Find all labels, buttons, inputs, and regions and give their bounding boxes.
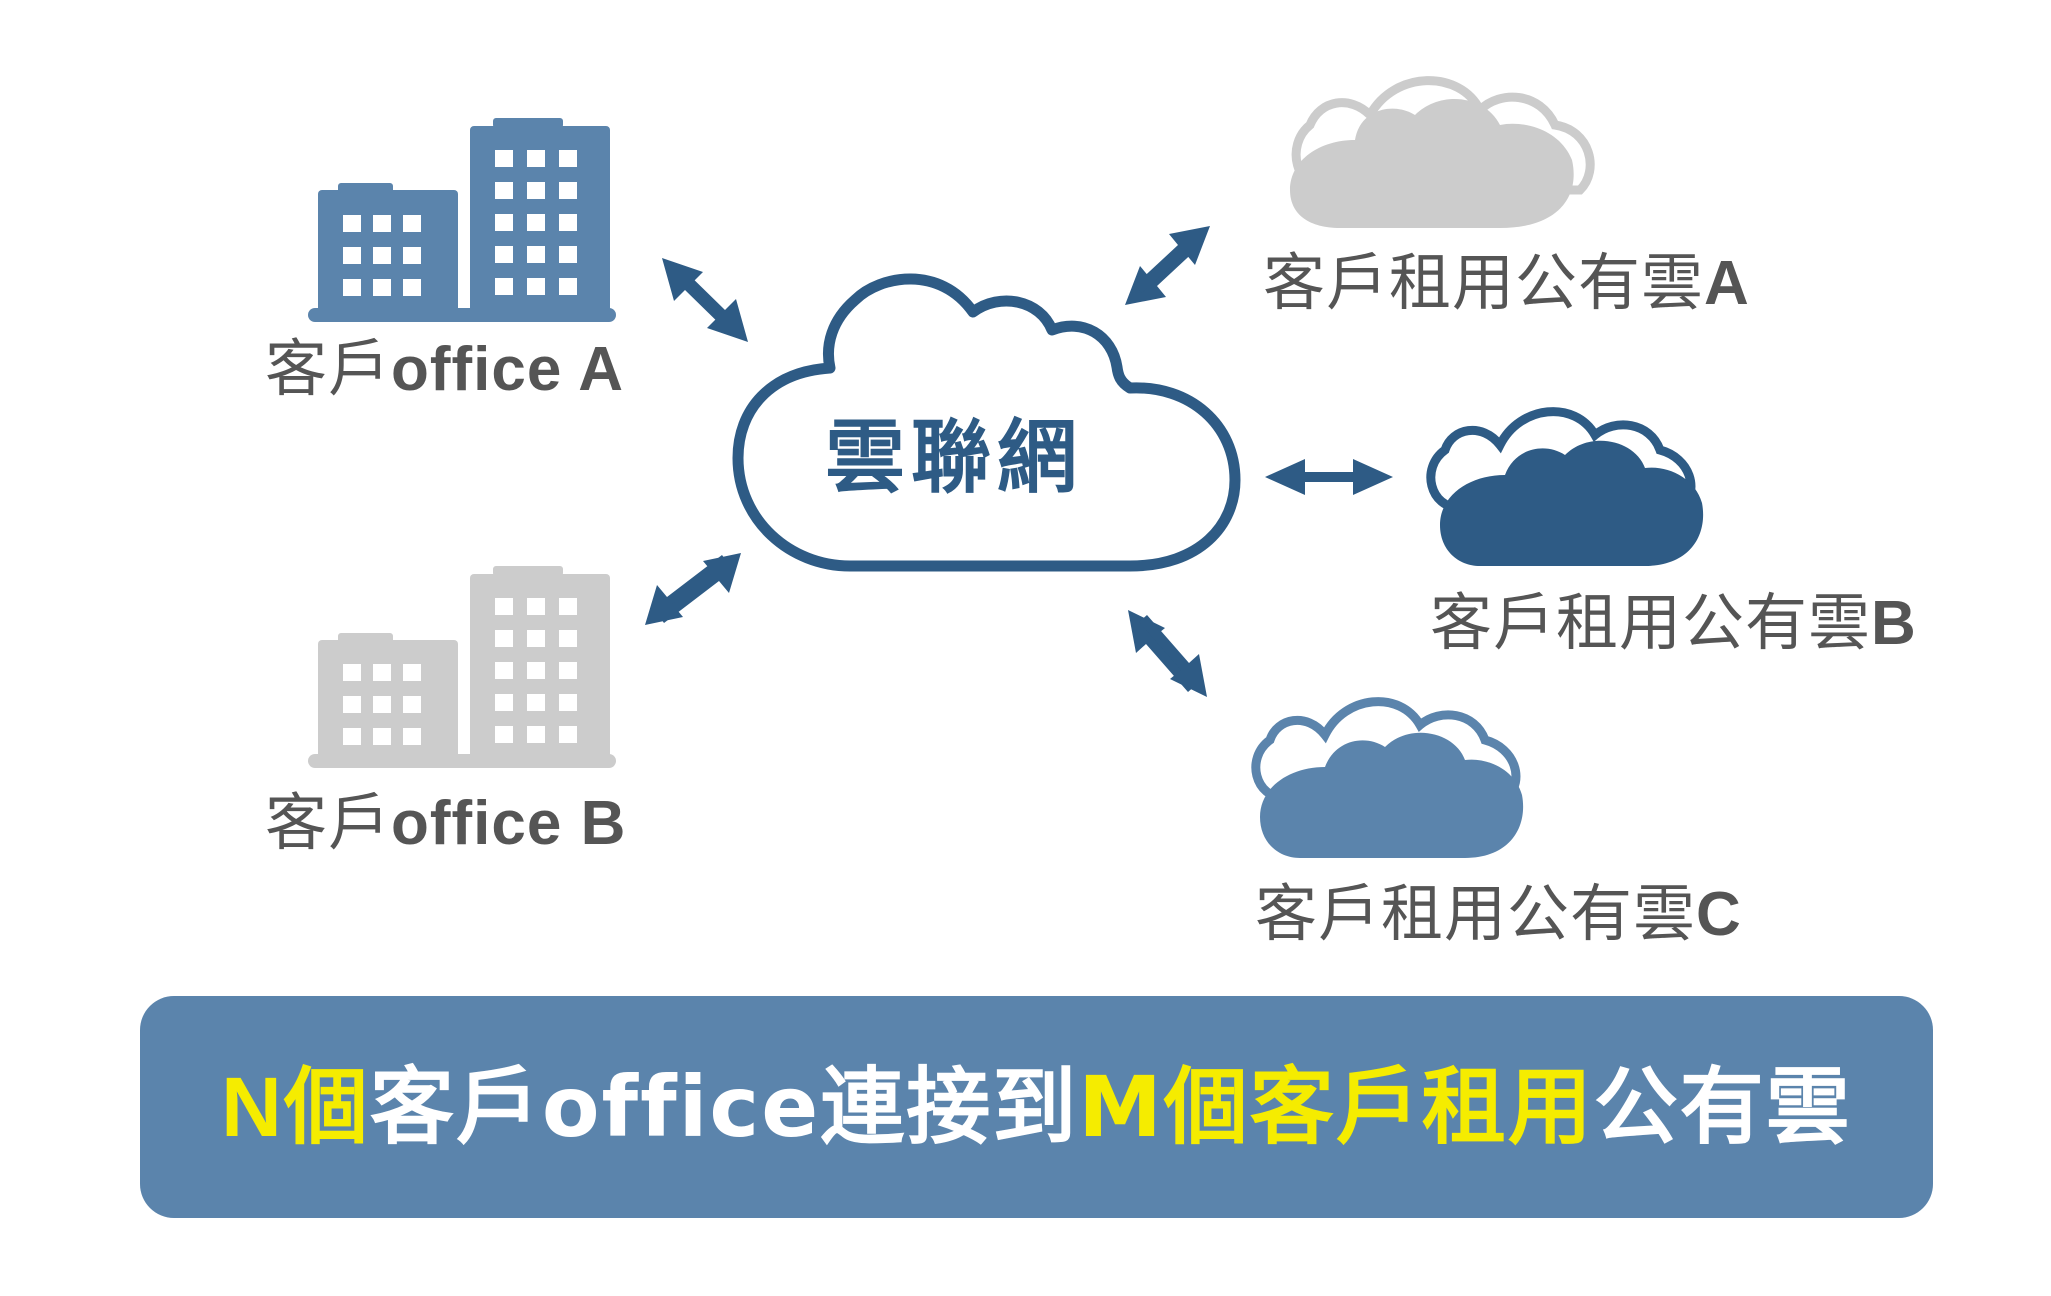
office-b-building-icon <box>308 566 616 768</box>
arrow-office-a-hub-icon <box>662 258 748 342</box>
office-b-name: office B <box>391 789 627 858</box>
office-a-name: office A <box>391 335 625 404</box>
cloud-b-label: 客戶租用公有雲B <box>1430 592 1917 655</box>
cloud-c-suffix: C <box>1696 880 1742 949</box>
banner-text: N個客戶office連接到M個客戶租用公有雲 <box>221 1065 1852 1149</box>
arrow-office-b-hub-icon <box>645 553 741 625</box>
cloud-b-prefix: 客戶租用公有雲 <box>1430 586 1872 659</box>
office-a-prefix: 客戶 <box>265 332 392 405</box>
cloud-b-suffix: B <box>1871 589 1917 658</box>
banner-part-1: N個 <box>221 1060 370 1154</box>
cloud-c-prefix: 客戶租用公有雲 <box>1255 877 1697 950</box>
hub-label: 雲聯網 <box>825 411 1083 504</box>
cloud-a-label: 客戶租用公有雲A <box>1263 252 1750 315</box>
summary-banner: N個客戶office連接到M個客戶租用公有雲 <box>140 996 1933 1218</box>
arrow-hub-cloud-a-icon <box>1125 226 1210 305</box>
hub-cloud-icon <box>732 273 1241 572</box>
banner-part-4: 公有雲 <box>1593 1058 1852 1156</box>
banner-part-3: M個客戶租用 <box>1078 1058 1594 1156</box>
office-b-label: 客戶office B <box>265 792 626 855</box>
office-b-prefix: 客戶 <box>265 786 392 859</box>
public-cloud-b-icon <box>1426 407 1704 566</box>
cloud-a-prefix: 客戶租用公有雲 <box>1263 246 1705 319</box>
cloud-c-label: 客戶租用公有雲C <box>1255 883 1742 946</box>
arrow-hub-cloud-b-icon <box>1265 459 1393 495</box>
arrow-hub-cloud-c-icon <box>1128 610 1207 697</box>
office-a-building-icon <box>308 118 616 322</box>
public-cloud-c-icon <box>1251 697 1524 858</box>
office-a-label: 客戶office A <box>265 338 624 401</box>
banner-part-2: 客戶office連接到 <box>369 1058 1079 1156</box>
public-cloud-a-icon <box>1290 76 1595 229</box>
cloud-a-suffix: A <box>1704 249 1750 318</box>
